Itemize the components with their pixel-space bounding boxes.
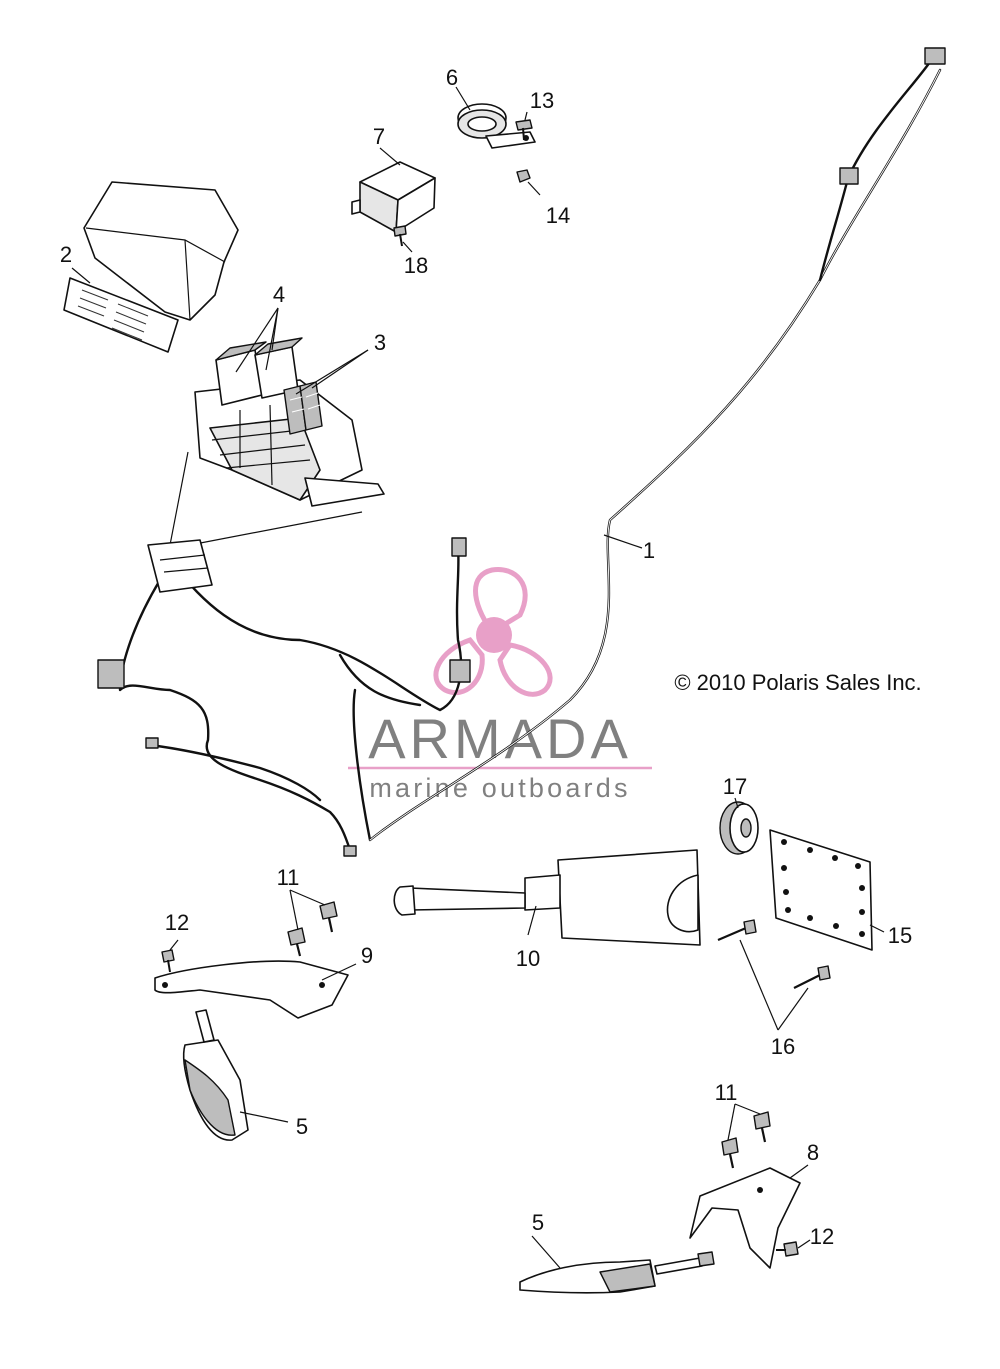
callout-2: 2 bbox=[60, 242, 72, 267]
horn-nut bbox=[516, 169, 531, 183]
harness-connector-left bbox=[97, 659, 125, 689]
control-module bbox=[351, 161, 436, 233]
watermark-brand: ARMADA bbox=[368, 707, 632, 770]
callout-12-upper: 12 bbox=[165, 910, 189, 935]
callout-10: 10 bbox=[516, 946, 540, 971]
watermark-tagline: marine outboards bbox=[369, 773, 630, 803]
relay-set bbox=[215, 337, 303, 406]
callout-13: 13 bbox=[530, 88, 554, 113]
turn-signal-switch bbox=[393, 849, 701, 946]
turn-signal-light-right bbox=[519, 1251, 715, 1294]
turn-signal-bracket-left bbox=[154, 960, 349, 1019]
harness-connector-end-a bbox=[145, 737, 159, 749]
callouts: 1 2 3 4 5 5 6 7 8 9 10 11 11 12 12 13 14… bbox=[60, 65, 912, 1249]
callout-11-upper: 11 bbox=[277, 865, 300, 890]
wire-harness bbox=[97, 47, 946, 857]
explode-line-right bbox=[189, 511, 363, 546]
callout-14: 14 bbox=[546, 203, 570, 228]
watermark: ARMADA marine outboards bbox=[348, 566, 652, 803]
callout-5-rear: 5 bbox=[532, 1210, 544, 1235]
bracket-screw-left bbox=[161, 949, 175, 973]
harness-connector-end-b bbox=[343, 845, 357, 857]
copyright-notice: © 2010 Polaris Sales Inc. bbox=[674, 670, 921, 695]
rivet-lower bbox=[793, 965, 831, 989]
callout-15: 15 bbox=[888, 923, 912, 948]
harness-fuse-block bbox=[147, 539, 213, 593]
harness-connector-small bbox=[451, 537, 467, 557]
fuse-box-decal bbox=[63, 277, 179, 353]
grommet bbox=[719, 801, 759, 855]
callout-17: 17 bbox=[723, 774, 747, 799]
fuse-box-cover bbox=[83, 181, 239, 321]
callout-6: 6 bbox=[446, 65, 458, 90]
harness-connector-mid bbox=[839, 167, 859, 185]
leader-lines bbox=[71, 86, 885, 1269]
harness-connector-right bbox=[449, 659, 471, 683]
bolt-pair-upper bbox=[287, 901, 338, 957]
turn-signal-light-left bbox=[182, 1009, 249, 1141]
callout-11-lower: 11 bbox=[715, 1080, 738, 1105]
bolt-pair-lower bbox=[721, 1111, 771, 1169]
fuse-set bbox=[283, 381, 323, 435]
turn-signal-bracket-right bbox=[689, 1167, 801, 1269]
module-screw bbox=[393, 225, 407, 247]
propeller-icon bbox=[433, 566, 553, 697]
callout-9: 9 bbox=[361, 943, 373, 968]
callout-18: 18 bbox=[404, 253, 428, 278]
horn bbox=[457, 103, 536, 149]
horn-screw bbox=[515, 119, 533, 141]
callout-8: 8 bbox=[807, 1140, 819, 1165]
harness-connector-top bbox=[924, 47, 946, 65]
callout-1: 1 bbox=[643, 538, 655, 563]
callout-7: 7 bbox=[373, 124, 385, 149]
callout-5-front: 5 bbox=[296, 1114, 308, 1139]
callout-3: 3 bbox=[374, 330, 386, 355]
bracket-screw-right bbox=[776, 1241, 799, 1257]
callout-16: 16 bbox=[771, 1034, 795, 1059]
explode-line-left bbox=[169, 451, 189, 546]
rivet-upper bbox=[717, 919, 757, 942]
mounting-plate bbox=[769, 829, 873, 951]
callout-4: 4 bbox=[273, 282, 285, 307]
callout-12-lower: 12 bbox=[810, 1224, 834, 1249]
